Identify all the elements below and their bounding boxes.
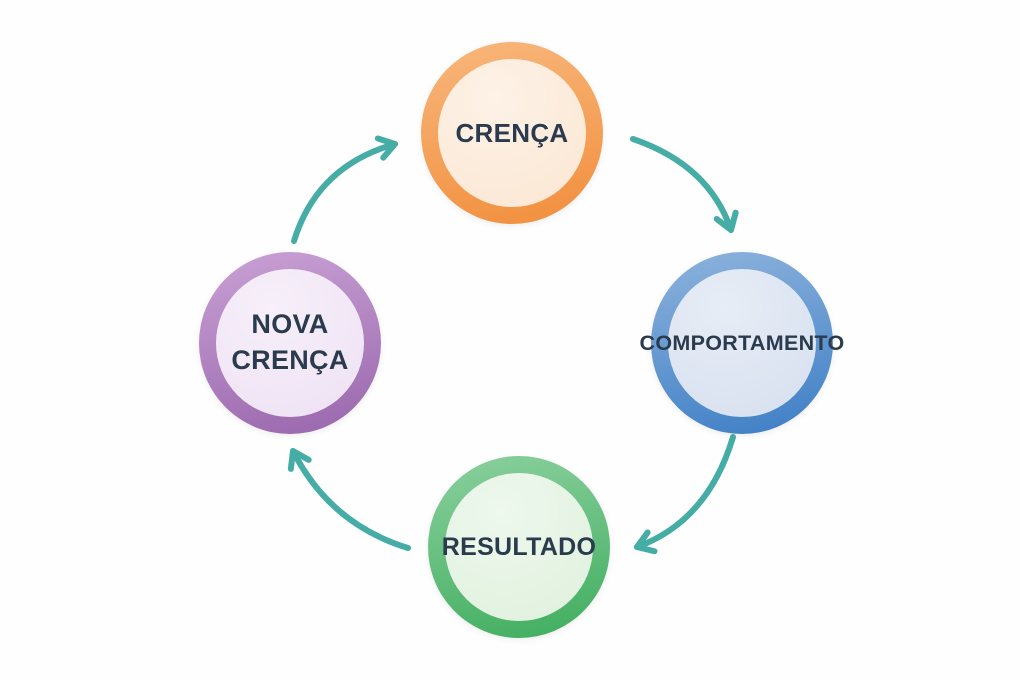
arrow-nova-crenca-to-crenca [291,135,398,244]
arrow-crenca-to-comportamento [630,136,739,233]
node-crenca: CRENÇA [421,42,603,224]
node-nova-crenca-inner: NOVA CRENÇA [216,269,364,417]
node-crenca-label: CRENÇA [455,117,569,148]
node-comportamento-inner: COMPORTAMENTO [640,269,844,417]
node-comportamento: COMPORTAMENTO [640,252,844,434]
node-comportamento-label: COMPORTAMENTO [639,330,845,355]
node-resultado-label: RESULTADO [441,532,597,561]
arrow-resultado-to-nova-crenca [287,447,411,551]
node-crenca-inner: CRENÇA [438,59,586,207]
node-nova-crenca: NOVA CRENÇA [199,252,381,434]
node-nova-crenca-label: NOVA CRENÇA [231,309,349,375]
arrow-comportamento-to-resultado [634,434,736,555]
node-resultado: RESULTADO [428,456,610,638]
node-resultado-inner: RESULTADO [442,473,596,621]
